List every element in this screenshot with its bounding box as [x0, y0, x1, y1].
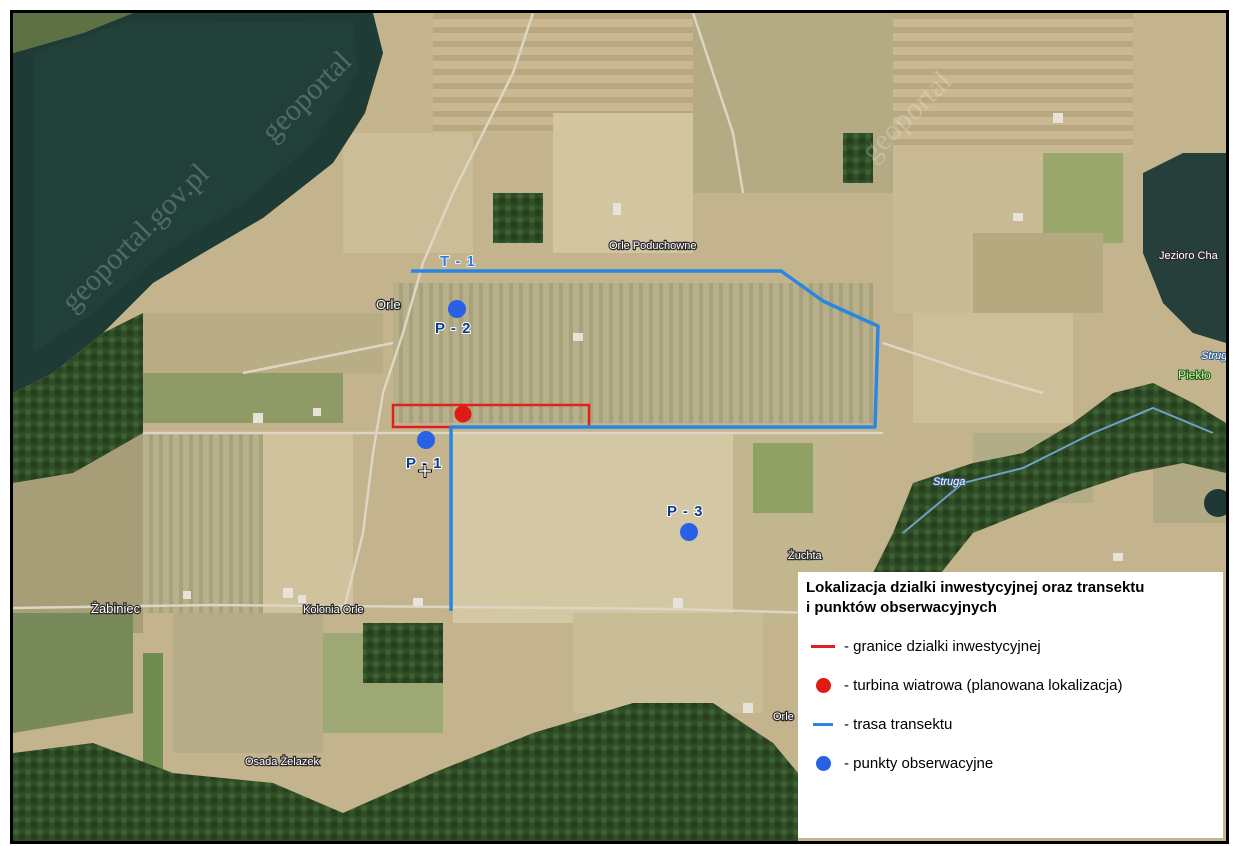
legend-item-label: - granice dzialki inwestycyjnej [844, 637, 1041, 655]
legend-item-observation: - punkty obserwacyjne [806, 751, 1223, 775]
map-legend: Lokalizacja dzialki inwestycyjnej oraz t… [798, 572, 1223, 838]
legend-title-line: Lokalizacja dzialki inwestycyjnej oraz t… [806, 579, 1145, 596]
wind-turbine-marker[interactable] [454, 405, 472, 423]
legend-item-turbine: - turbina wiatrowa (planowana lokalizacj… [806, 673, 1223, 697]
legend-item-transect: - trasa transektu [806, 712, 1223, 736]
transect-route[interactable] [411, 269, 880, 611]
red-line-symbol [811, 644, 835, 648]
observation-point-p1[interactable] [417, 431, 435, 449]
transect-label: T - 1 [440, 253, 476, 270]
red-dot-symbol [815, 677, 831, 693]
roads [13, 13, 1044, 615]
map-frame: geoportal.gov.pl geoportal geoportal Orl… [10, 10, 1229, 844]
place-label: Orle [773, 711, 794, 723]
point-label: P - 3 [667, 503, 703, 520]
place-label: Struga [933, 476, 965, 488]
blue-dot-symbol [815, 755, 831, 771]
observation-point-p2[interactable] [448, 300, 466, 318]
legend-item-boundary: - granice dzialki inwestycyjnej [806, 634, 1223, 658]
place-label: Kolonia Orle [303, 604, 364, 616]
lake-east [1143, 153, 1226, 343]
place-label: Orle [376, 297, 401, 312]
legend-title: Lokalizacja dzialki inwestycyjnej oraz t… [806, 578, 1223, 618]
forest-south [13, 703, 798, 841]
legend-item-label: - punkty obserwacyjne [844, 754, 994, 772]
point-label: P - 2 [435, 320, 471, 337]
place-label: Orle Poduchowne [609, 240, 696, 252]
place-label: Osada Żelazek [245, 755, 319, 768]
legend-item-label: - turbina wiatrowa (planowana lokalizacj… [844, 676, 1123, 694]
blue-line-symbol [813, 722, 833, 726]
move-cursor-icon [418, 464, 432, 478]
legend-item-label: - trasa transektu [844, 715, 953, 733]
observation-point-p3[interactable] [680, 523, 698, 541]
place-label: Jezioro Cha [1159, 250, 1219, 262]
place-label: Piekło [1178, 368, 1211, 382]
point-label: P - 1 [406, 455, 442, 472]
place-label: Żuchta [788, 549, 823, 562]
aerial-map[interactable]: geoportal.gov.pl geoportal geoportal Orl… [13, 13, 1226, 841]
river-forest-corridor [853, 383, 1226, 623]
legend-title-line: i punktów obserwacyjnych [806, 599, 997, 616]
place-label: Żabiniec [91, 601, 141, 616]
place-label: Strug [1201, 350, 1226, 362]
